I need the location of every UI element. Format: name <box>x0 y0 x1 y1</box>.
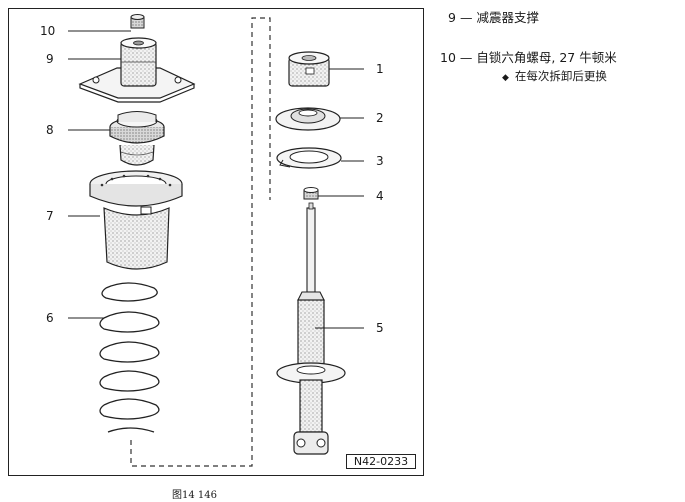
part-1-upper-bearing <box>288 51 330 87</box>
part-6-coil-spring <box>99 282 160 433</box>
figure-code-label: N42-0233 <box>346 454 416 469</box>
legend-item-9: 9—减震器支撑 <box>448 10 539 25</box>
leader-lines <box>68 30 364 329</box>
part-3-spring-seat <box>276 147 342 169</box>
callout-4: 4 <box>376 189 384 203</box>
part-7-protective-boot <box>89 170 183 270</box>
alignment-dashed-line <box>130 17 271 467</box>
legend-number: 9 <box>448 10 456 25</box>
figure-caption: 图14 146 <box>172 490 217 501</box>
legend-item-10: 10—自锁六角螺母, 27 牛顿米 <box>440 50 617 65</box>
legend-note: ◆ 在每次拆卸后更换 <box>502 69 607 85</box>
part-5-shock-absorber <box>276 202 346 455</box>
legend-text: 减震器支撑 <box>476 10 539 25</box>
part-9-shock-mount <box>78 37 196 103</box>
part-2-spring-plate <box>275 107 341 131</box>
legend-dash: — <box>459 10 473 25</box>
callout-10: 10 <box>40 24 56 38</box>
callout-2: 2 <box>376 111 384 125</box>
part-8-bump-stop <box>109 111 165 166</box>
legend-note-text: 在每次拆卸后更换 <box>514 69 607 83</box>
callout-7: 7 <box>46 209 54 223</box>
callout-3: 3 <box>376 154 384 168</box>
figure-frame <box>8 8 424 476</box>
part-10-hex-nut <box>130 14 145 29</box>
callout-6: 6 <box>46 311 54 325</box>
callout-9: 9 <box>46 52 54 66</box>
callout-5: 5 <box>376 321 384 335</box>
legend-number: 10 <box>440 50 456 65</box>
part-4-spacer <box>303 187 319 200</box>
legend-text: 自锁六角螺母, 27 牛顿米 <box>476 50 617 65</box>
diamond-bullet-icon: ◆ <box>502 73 509 83</box>
callout-8: 8 <box>46 123 54 137</box>
callout-1: 1 <box>376 62 384 76</box>
legend-dash: — <box>459 50 473 65</box>
